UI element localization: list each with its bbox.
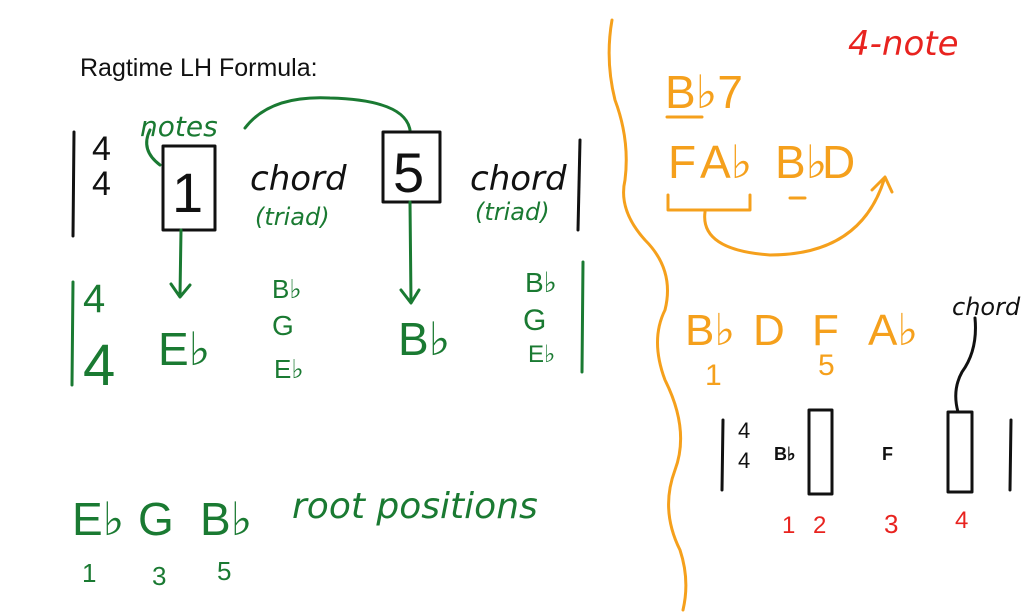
arrow-down-1-icon (169, 228, 192, 299)
chord-1-top: B♭ (272, 274, 302, 304)
beat-number-4: 4 (955, 507, 968, 534)
reordered-degree-1: 1 (705, 359, 722, 392)
chord-name: B♭7 (665, 66, 743, 118)
chord-2-bottom: E♭ (528, 341, 555, 368)
root-positions: E♭ G B♭ root positions 1 3 5 (72, 486, 538, 591)
time-sig-top: 4 (92, 130, 111, 168)
bass-note-2: B♭ (398, 313, 450, 365)
spelling-note-4: D (822, 136, 855, 188)
beat-4-chord-box (946, 410, 974, 494)
move-arrow-icon (703, 175, 894, 257)
chord-1-bottom: E♭ (274, 354, 304, 384)
chord-2: chord (470, 159, 567, 199)
arrow-down-5-icon (399, 200, 421, 305)
beat-2-chord-box (807, 408, 834, 496)
barline-right (1008, 418, 1013, 492)
triad-1: (triad) (255, 203, 330, 231)
chord-spelling: F A♭ B♭ D (666, 136, 894, 257)
notes-connector (243, 96, 412, 132)
time-sig-top: 4 (738, 418, 750, 443)
barline-left (720, 418, 725, 492)
time-sig-bottom: 4 (83, 333, 115, 398)
box-5-label: 5 (393, 141, 424, 204)
reordered-note-2: D (753, 306, 785, 355)
example-measure: 4 4 E♭ B♭ G E♭ B♭ B♭ G E♭ (70, 260, 585, 398)
root-note-1: E♭ (72, 493, 124, 545)
beat-1-note: B♭ (774, 444, 796, 464)
degree-5: 5 (217, 556, 231, 586)
beat-number-2: 2 (813, 512, 826, 539)
time-sig-top: 4 (83, 277, 105, 321)
staff-measure: 4 4 B♭ F 1 2 3 4 (720, 408, 1013, 539)
triad-2: (triad) (475, 198, 550, 226)
beat-number-3: 3 (884, 509, 898, 539)
reordered-note-4: A♭ (868, 306, 918, 355)
root-note-2: G (138, 493, 174, 545)
barline-right (580, 260, 585, 374)
bass-note-1: E♭ (158, 323, 210, 375)
chord-2-mid: G (523, 304, 546, 337)
spelling-note-1: F (668, 136, 696, 188)
chord-label: chord (952, 293, 1021, 321)
time-sig-bottom: 4 (92, 165, 111, 203)
degree-3: 3 (152, 561, 166, 591)
box-1-label: 1 (172, 161, 203, 224)
box-1 (161, 144, 217, 232)
chord-2-top: B♭ (525, 267, 557, 298)
chord-1: chord (250, 159, 347, 199)
spelling-note-3: B♭ (775, 136, 827, 188)
barline-right (576, 138, 582, 232)
reordered-degree-5: 5 (818, 349, 835, 382)
title: Ragtime LH Formula: (80, 54, 318, 82)
chord-pointer-line (954, 316, 977, 414)
notes-label: notes (140, 110, 218, 143)
bracket-fa (666, 193, 752, 212)
degree-1: 1 (82, 558, 96, 588)
barline-left (70, 280, 75, 387)
four-note-label: 4-note (848, 24, 959, 64)
spelling-note-2: A♭ (700, 136, 752, 188)
formula-measure: 4 4 notes 1 chord (triad) 5 chord (triad… (71, 96, 582, 238)
barline-left (71, 130, 76, 238)
time-sig-bottom: 4 (738, 448, 750, 473)
root-positions-label: root positions (292, 486, 538, 527)
reordered-note-3: F (812, 306, 839, 355)
reordered-chord: B♭ D F A♭ 1 5 (685, 306, 918, 392)
reordered-note-1: B♭ (685, 306, 735, 355)
chord-1-mid: G (272, 310, 294, 341)
notes-bracket (145, 128, 162, 167)
beat-number-1: 1 (782, 512, 795, 539)
root-note-3: B♭ (200, 493, 252, 545)
beat-3-note: F (882, 444, 893, 464)
divider-line (607, 18, 688, 612)
